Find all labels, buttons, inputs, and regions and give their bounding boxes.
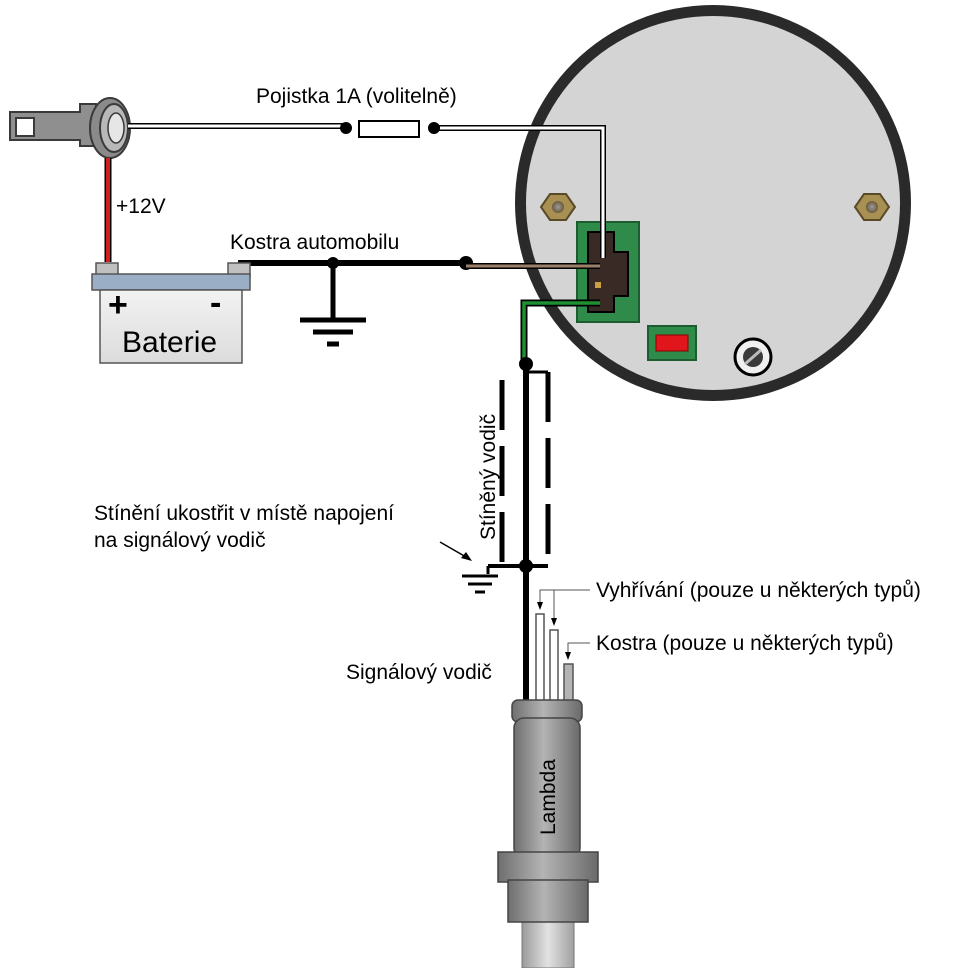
ground-symbol-chassis bbox=[300, 317, 366, 347]
callout-ground bbox=[565, 642, 590, 660]
adjustment-screw bbox=[733, 337, 773, 377]
wire-signal-black bbox=[519, 357, 533, 712]
label-lambda: Lambda bbox=[537, 759, 560, 835]
mounting-nut-left bbox=[539, 193, 577, 221]
label-plus-12v: +12V bbox=[116, 195, 166, 218]
label-shield-ground-line1: Stínění ukostřit v místě napojení bbox=[94, 502, 394, 525]
gauge-face bbox=[526, 16, 900, 390]
shield-dashed bbox=[486, 370, 551, 574]
label-signal-wire: Signálový vodič bbox=[346, 661, 492, 684]
callout-heating bbox=[537, 589, 590, 626]
wire-green-signal bbox=[520, 299, 600, 362]
label-fuse: Pojistka 1A (volitelně) bbox=[256, 85, 457, 108]
wire-ignition-to-gauge bbox=[128, 123, 606, 258]
connector-pcb bbox=[576, 221, 640, 323]
ground-symbol-shield bbox=[462, 574, 498, 594]
label-ground-some: Kostra (pouze u některých typů) bbox=[596, 632, 894, 655]
mounting-nut-right bbox=[853, 193, 891, 221]
pointer-arrow-shield bbox=[439, 541, 472, 561]
wire-heating-1 bbox=[535, 613, 545, 713]
gauge bbox=[515, 5, 911, 401]
label-battery-plus: + bbox=[108, 286, 128, 324]
label-shielded-wire: Stíněný vodič bbox=[477, 414, 500, 540]
label-shield-ground-line2: na signálový vodič bbox=[94, 529, 266, 552]
label-battery: Baterie bbox=[122, 326, 217, 359]
wire-chassis-ground bbox=[238, 256, 473, 318]
fuse bbox=[340, 120, 440, 138]
battery bbox=[91, 262, 251, 364]
label-chassis-ground: Kostra automobilu bbox=[230, 231, 399, 254]
label-heating: Vyhřívání (pouze u některých typů) bbox=[596, 579, 921, 602]
ignition-key bbox=[9, 97, 131, 159]
label-battery-minus: - bbox=[210, 284, 221, 322]
lambda-sensor bbox=[497, 699, 599, 968]
indicator-led-red bbox=[647, 325, 697, 361]
